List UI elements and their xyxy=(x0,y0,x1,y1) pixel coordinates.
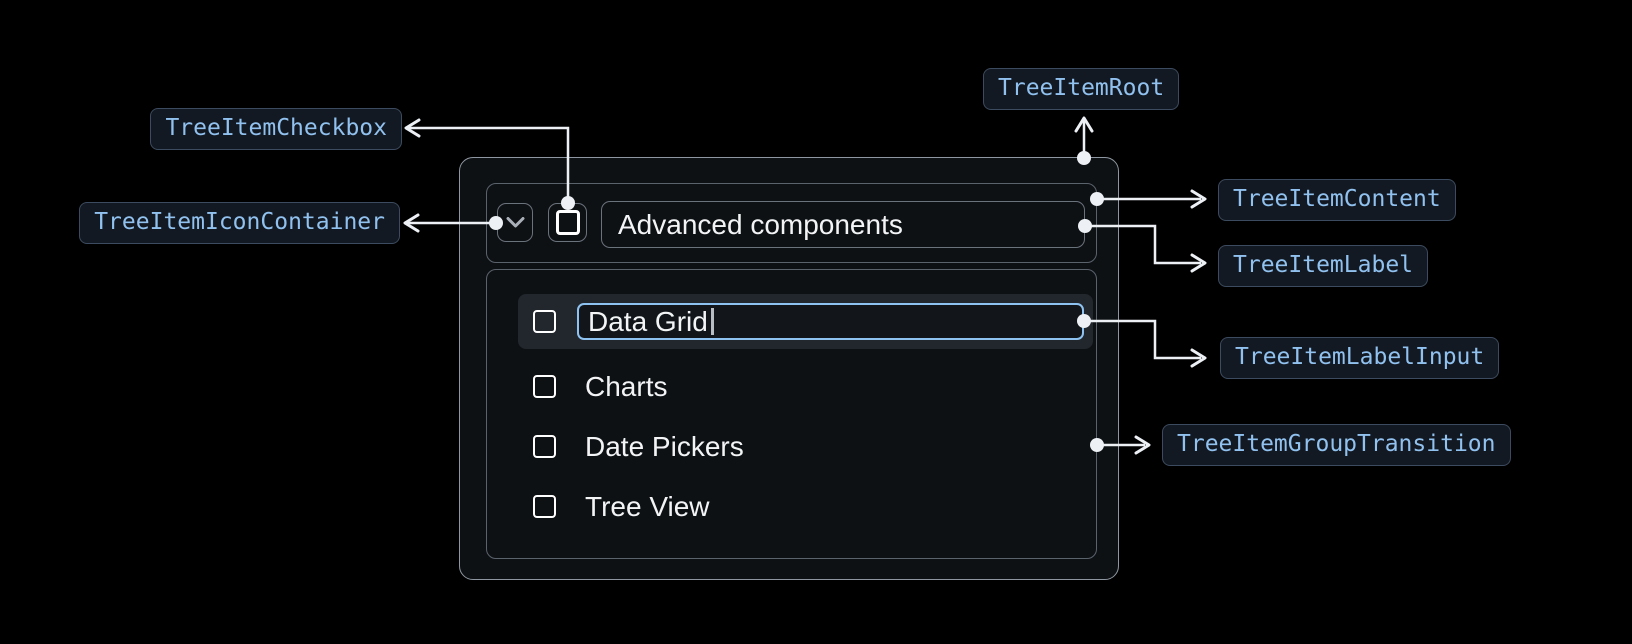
arrow-left-icon xyxy=(403,213,420,233)
tree-item-label-text: Advanced components xyxy=(618,208,903,240)
arrow-right-icon xyxy=(1190,189,1207,209)
tree-item-group-transition xyxy=(486,269,1097,559)
anatomy-badge-tree-item-label: TreeItemLabel xyxy=(1218,245,1429,287)
checkbox-unchecked-icon[interactable] xyxy=(533,375,556,398)
tree-row-tree-view[interactable]: Tree View xyxy=(518,479,1093,534)
tree-row-label: Charts xyxy=(585,370,668,402)
arrow-right-icon xyxy=(1190,253,1207,273)
checkbox-unchecked-icon[interactable] xyxy=(533,310,556,333)
tree-item-icon-container[interactable] xyxy=(497,203,533,242)
anatomy-badge-tree-item-checkbox: TreeItemCheckbox xyxy=(150,108,402,150)
checkbox-unchecked-icon xyxy=(555,210,580,235)
tree-item-label[interactable]: Advanced components xyxy=(601,201,1085,248)
tree-row-label: Date Pickers xyxy=(585,430,744,462)
arrow-right-icon xyxy=(1190,348,1207,368)
arrow-left-icon xyxy=(404,118,421,138)
checkbox-unchecked-icon[interactable] xyxy=(533,495,556,518)
tree-item-label-input[interactable]: Data Grid xyxy=(577,303,1084,340)
tree-row-data-grid[interactable]: Data Grid xyxy=(518,294,1093,349)
checkbox-unchecked-icon[interactable] xyxy=(533,435,556,458)
anatomy-badge-tree-item-content: TreeItemContent xyxy=(1218,179,1456,221)
arrow-up-icon xyxy=(1074,116,1094,133)
anatomy-badge-tree-item-label-input: TreeItemLabelInput xyxy=(1220,337,1500,379)
anatomy-badge-tree-item-group-transition: TreeItemGroupTransition xyxy=(1162,424,1511,466)
tree-item-root xyxy=(459,157,1119,580)
tree-item-checkbox[interactable] xyxy=(548,203,587,242)
chevron-down-icon xyxy=(506,217,524,228)
tree-row-label: Tree View xyxy=(585,490,710,522)
text-cursor xyxy=(710,308,714,335)
arrow-right-icon xyxy=(1134,435,1151,455)
label-input-value: Data Grid xyxy=(588,305,708,337)
anatomy-badge-tree-item-root: TreeItemRoot xyxy=(983,68,1180,110)
tree-row-date-pickers[interactable]: Date Pickers xyxy=(518,419,1093,474)
tree-row-charts[interactable]: Charts xyxy=(518,359,1093,414)
anatomy-badge-tree-item-icon-container: TreeItemIconContainer xyxy=(79,202,400,244)
